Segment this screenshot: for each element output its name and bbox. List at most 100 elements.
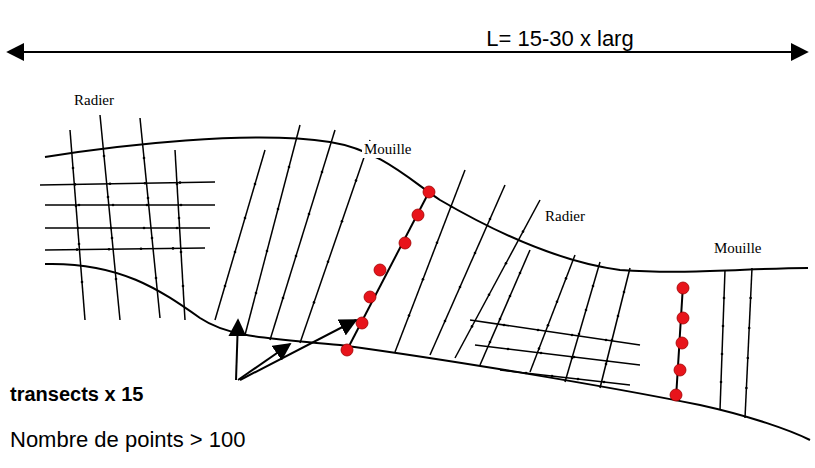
transect <box>480 250 530 365</box>
transect-dot <box>605 339 608 342</box>
reach-label: Mouille <box>362 141 414 158</box>
transect-dot <box>143 227 146 230</box>
measure-point <box>677 282 689 294</box>
transect-dot <box>565 277 568 280</box>
transect-dot <box>611 339 614 342</box>
transect-dot <box>144 182 147 185</box>
transect <box>40 182 215 185</box>
transect-dot <box>155 277 158 280</box>
bottom-bank <box>45 264 810 440</box>
transect-dot <box>224 285 227 288</box>
transect-dot <box>244 217 247 220</box>
transect-dot <box>471 325 474 328</box>
reach-label: Mouille <box>712 240 764 257</box>
transect-dot <box>547 324 550 327</box>
transect <box>270 130 335 340</box>
transect-dot <box>146 204 149 207</box>
transect-dot <box>76 248 79 251</box>
transect-dot <box>503 324 506 327</box>
transect-dot <box>115 278 118 281</box>
transect <box>500 370 630 385</box>
transect-lines <box>40 115 752 418</box>
transect-dot <box>103 155 106 158</box>
transect <box>430 185 505 355</box>
length-arrow <box>8 51 807 53</box>
transect-dot <box>81 281 84 284</box>
transect-dot <box>540 352 543 355</box>
transect-dot <box>623 291 626 294</box>
transect-dot <box>507 348 510 351</box>
transect-dot <box>176 183 179 186</box>
transect-dot <box>355 179 358 182</box>
transect-dot <box>722 325 725 328</box>
transect <box>100 115 120 320</box>
measure-point <box>423 186 435 198</box>
transect-dot <box>509 295 512 298</box>
transect-dot <box>288 166 291 169</box>
transect-dot <box>78 243 81 246</box>
measure-point <box>374 264 386 276</box>
transect-dot <box>605 363 608 366</box>
transect-dot <box>180 251 183 254</box>
transect-dot <box>408 314 411 317</box>
transect <box>300 140 370 343</box>
transect-dot <box>571 334 574 337</box>
transect-dot <box>592 285 595 288</box>
transect-dot <box>108 248 111 251</box>
transect-dot <box>140 248 143 251</box>
length-dimension: L= 15-30 x larg <box>484 27 635 51</box>
top-bank <box>45 138 808 272</box>
transect-dot <box>151 237 154 240</box>
transect-dot <box>255 292 258 295</box>
transect-dot <box>551 375 554 378</box>
transect-dot <box>277 208 280 211</box>
transect-dot <box>182 285 185 288</box>
transect <box>45 204 215 206</box>
transect-dot <box>519 272 522 275</box>
transect-dot <box>489 218 492 221</box>
transect-dot <box>422 278 425 281</box>
transect-dot <box>522 230 525 233</box>
transect-dot <box>341 220 344 223</box>
transect-dot <box>603 381 606 384</box>
transect-dot <box>436 242 439 245</box>
transect <box>455 200 540 358</box>
transect-dot <box>585 309 588 312</box>
transect <box>45 227 210 229</box>
transect-dot <box>748 327 751 330</box>
transect <box>720 270 725 410</box>
transect-dot <box>578 333 581 336</box>
transect-dot <box>450 205 453 208</box>
transect-dot <box>109 183 112 186</box>
transect-dot <box>180 204 183 207</box>
point-count: Nombre de points > 100 <box>8 428 247 452</box>
transect-dot <box>308 213 311 216</box>
transect-dot <box>254 183 257 186</box>
measure-point <box>364 291 376 303</box>
transect-dot <box>723 297 726 300</box>
transect-dot <box>72 167 75 170</box>
transect-dot <box>178 217 181 220</box>
transect <box>45 248 205 250</box>
reach-label: Radier <box>543 208 587 225</box>
measure-point <box>674 364 686 376</box>
transect-dot <box>505 262 508 265</box>
measure-point <box>399 237 411 249</box>
transect-dot <box>112 204 115 207</box>
transect-dot <box>745 387 748 390</box>
transect-count: transects x 15 <box>8 383 145 405</box>
transect <box>470 320 640 345</box>
transect <box>475 345 640 365</box>
transect-dot <box>577 378 580 381</box>
transect-dot <box>617 315 620 318</box>
transect-dot <box>295 255 298 258</box>
transect <box>395 170 465 352</box>
transect-dot <box>77 227 80 230</box>
pointer-arrows <box>236 320 356 380</box>
measure-point <box>356 317 368 329</box>
transect <box>215 150 265 320</box>
measured-transect <box>347 192 429 350</box>
measure-point <box>341 344 353 356</box>
transect <box>175 150 185 320</box>
